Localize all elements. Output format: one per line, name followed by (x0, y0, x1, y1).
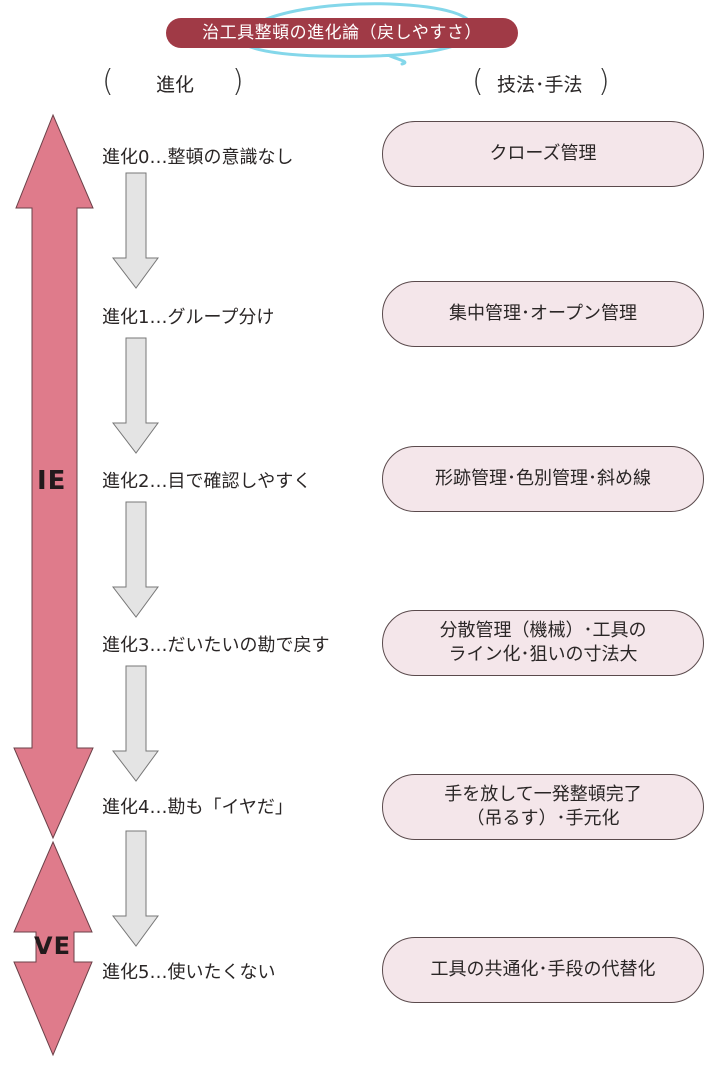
paren-open-evolution: ( (102, 64, 114, 99)
ve-label: VE (34, 932, 71, 960)
paren-open-methods: ( (472, 64, 484, 99)
method-text-3: 分散管理（機械）･工具の ライン化･狙いの寸法大 (439, 620, 647, 665)
ve-double-arrow (13, 840, 93, 1057)
method-text-5: 工具の共通化･手段の代替化 (430, 959, 656, 980)
paren-close-evolution: ) (232, 64, 244, 99)
method-box-4: 手を放して一発整頓完了 （吊るす）･手元化 (382, 774, 704, 840)
diagram-title: 治工具整頓の進化論（戻しやすさ） (166, 18, 518, 48)
step-arrow-0-to-1 (111, 172, 159, 289)
ie-label: IE (37, 466, 67, 496)
step-arrow-1-to-2 (111, 337, 159, 454)
ie-double-arrow (13, 113, 94, 840)
method-text-1: 集中管理･オープン管理 (449, 303, 637, 324)
step-arrow-4-to-5 (111, 830, 159, 947)
method-box-0: クローズ管理 (382, 121, 704, 187)
method-box-1: 集中管理･オープン管理 (382, 281, 704, 347)
stage-label-2: 進化2…目で確認しやすく (102, 471, 312, 492)
stage-label-1: 進化1…グループ分け (102, 307, 275, 328)
method-box-2: 形跡管理･色別管理･斜め線 (382, 446, 704, 512)
method-box-3: 分散管理（機械）･工具の ライン化･狙いの寸法大 (382, 610, 704, 676)
header-methods: 技法･手法 (497, 74, 583, 96)
stage-label-5: 進化5…使いたくない (102, 962, 276, 983)
step-arrow-3-to-4 (111, 665, 159, 782)
header-evolution: 進化 (156, 74, 195, 96)
method-text-2: 形跡管理･色別管理･斜め線 (435, 468, 651, 489)
paren-close-methods: ) (598, 64, 610, 99)
stage-label-3: 進化3…だいたいの勘で戻す (102, 635, 330, 656)
method-box-5: 工具の共通化･手段の代替化 (382, 937, 704, 1003)
method-text-4: 手を放して一発整頓完了 （吊るす）･手元化 (444, 784, 642, 829)
stage-label-0: 進化0…整頓の意識なし (102, 147, 294, 168)
method-text-0: クローズ管理 (489, 143, 597, 164)
step-arrow-2-to-3 (111, 501, 159, 618)
stage-label-4: 進化4…勘も「イヤだ」 (102, 797, 293, 818)
